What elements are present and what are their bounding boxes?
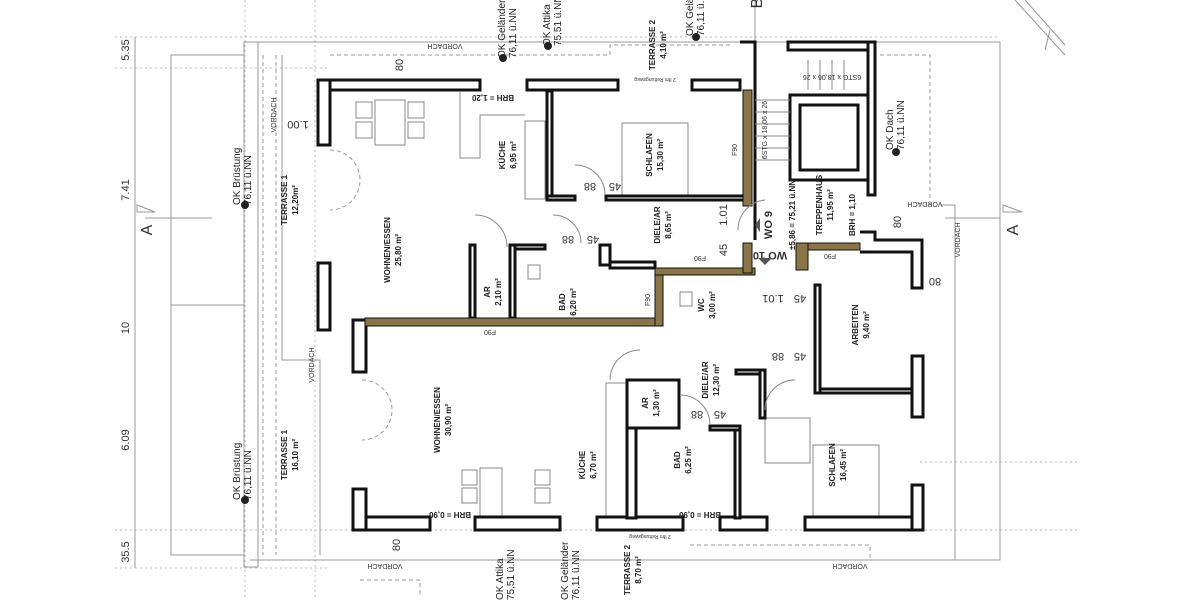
dim-45: 45 [587, 233, 599, 245]
fire-walls [364, 89, 861, 327]
level-label: ±5,86 = 75,21 ü.NN [788, 180, 797, 250]
annotations: VORDACH VORDACH VORDACH VORDACH VORDACH … [136, 0, 1023, 569]
dim-88: 88 [562, 233, 574, 245]
f90-label: F90 [694, 254, 706, 261]
elevation-markers: OK Geländer76,11 ü.NN OK Attika75,51 ü.N… [232, 0, 907, 600]
vordach-label: VORDACH [907, 200, 942, 207]
stair-steps-label-1: 6STG x 18,06 x 26 [762, 101, 769, 159]
dim-101: 1.01 [762, 292, 783, 304]
section-arrow-icon [1002, 204, 1023, 213]
f90-label: F90 [484, 328, 496, 335]
dim-101: 1.01 [718, 204, 730, 225]
dim-88: 88 [691, 408, 703, 420]
brh-label: BRH = 1,20 [471, 93, 514, 102]
rettungsweg-label: 2 lfm Rettungsweg [629, 533, 671, 539]
dimensions: 5.35 7.41 10 6.09 35.5 80 80 80 80 1.00 … [120, 39, 941, 562]
elevation-8: OK Geländer76,11 ü.NN [560, 541, 582, 600]
dim-45: 45 [794, 350, 806, 362]
vordach-label: VORDACH [832, 562, 867, 569]
brh-label: BRH = 0,90 [428, 510, 471, 519]
elevation-2: OK Attika75,51 ü.NN [542, 0, 564, 46]
unit-marker-icon [758, 258, 772, 265]
elevation-5: OK Brüstung76,11 ü.NN [232, 148, 254, 205]
stair-steps-label-2: 6STG x 18,06 x 26 [803, 73, 861, 80]
vordach-label: VORDACH [271, 97, 278, 132]
f90-label: F90 [824, 252, 836, 259]
dim-left-1: 5.35 [120, 39, 132, 60]
section-arrow-icon [136, 204, 156, 213]
vordach-label: VORDACH [955, 222, 962, 257]
dim-88: 88 [772, 350, 784, 362]
elevation-4: OK Dach76,11 ü.NN [885, 100, 907, 150]
dim-80: 80 [391, 539, 403, 551]
dim-45: 45 [609, 180, 621, 192]
dim-80: 80 [929, 275, 941, 287]
outline-lines [115, 0, 1080, 600]
elevation-marker-icons [241, 33, 900, 504]
stair-steps [755, 60, 845, 161]
vordach-label: VORDACH [309, 347, 316, 382]
elevation-7: OK Attika75,51 ü.NN [495, 549, 517, 600]
vordach-label: VORDACH [367, 562, 402, 569]
doors [329, 149, 796, 441]
dim-80: 80 [394, 59, 406, 71]
dim-45: 45 [718, 244, 730, 256]
elevation-6: OK Brüstung76,11 ü.NN [232, 443, 254, 500]
elevation-1: OK Geländer76,11 ü.NN [497, 0, 519, 58]
section-marker-a-left: A [139, 224, 156, 235]
f90-label: F90 [645, 294, 652, 306]
unit-label-wo9: WO 9 [763, 211, 775, 239]
dim-left-5: 35.5 [120, 541, 132, 562]
unit-marker-icon [755, 218, 760, 232]
f90-label: F90 [732, 144, 739, 156]
stair-brh: BRH = 1,10 [848, 193, 857, 236]
dim-80: 80 [892, 216, 904, 228]
dim-left-2: 7.41 [120, 179, 132, 200]
furniture [355, 92, 880, 519]
dim-45: 45 [794, 292, 806, 304]
dim-88: 88 [584, 180, 596, 192]
rettungsweg-label: 2 lfm Rettungsweg [634, 76, 676, 82]
section-marker-a-right: A [1005, 224, 1022, 235]
section-marker-b: B [749, 0, 766, 8]
dim-100: 1.00 [287, 118, 308, 130]
dim-left-4: 6.09 [120, 429, 132, 450]
dim-45: 45 [714, 408, 726, 420]
vordach-label: VORDACH [427, 42, 462, 49]
brh-label: BRH = 0,90 [678, 510, 721, 519]
elevation-3: OK Geländer76,11 ü.NN [685, 0, 707, 36]
walls [316, 40, 925, 532]
dim-left-3: 10 [120, 322, 132, 334]
